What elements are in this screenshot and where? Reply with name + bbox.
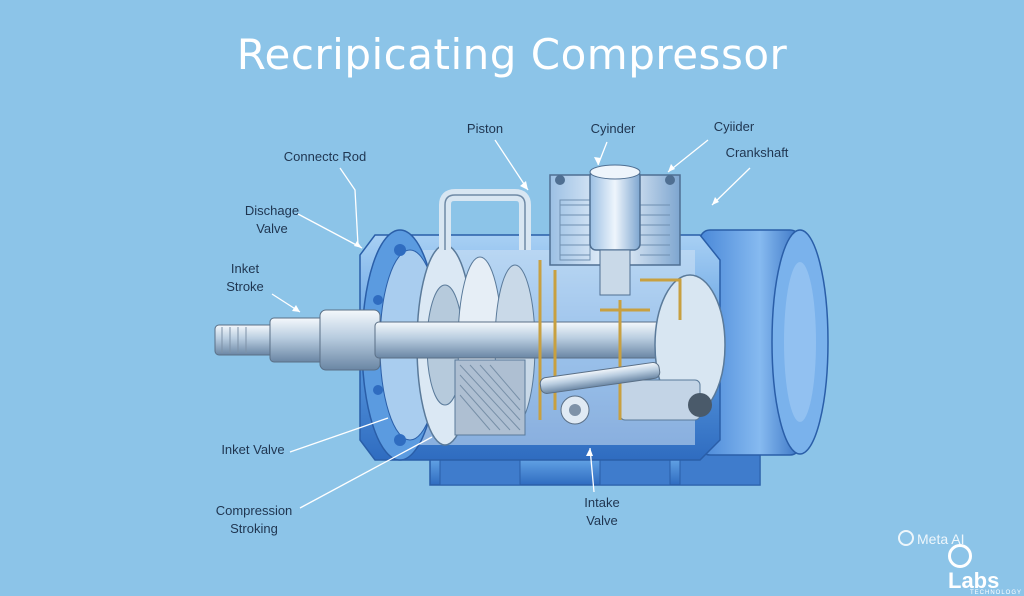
- label-inlet-stroke: Inket Stroke: [212, 260, 278, 296]
- discharge-pipe: [439, 189, 531, 250]
- filter-element: [454, 359, 526, 436]
- meta-ai-text: Meta AI: [917, 531, 965, 547]
- crankcase: [619, 274, 726, 421]
- label-intake-valve: Intake Valve: [570, 494, 634, 530]
- label-intake-valve-line1: Intake: [584, 495, 620, 510]
- labs-logo-icon: [948, 544, 972, 568]
- label-compression-stroking-line2: Stroking: [230, 521, 278, 536]
- label-inlet-stroke-line1: Inket: [230, 261, 260, 276]
- leader-lines: [271, 139, 751, 509]
- label-crankshaft: Crankshaft: [725, 145, 789, 160]
- compressor-illustration: [214, 139, 829, 509]
- label-discharge-valve-line1: Dischage: [244, 203, 300, 218]
- label-inlet-valve: Inket Valve: [221, 442, 285, 457]
- label-discharge-valve-line2: Valve: [256, 221, 288, 236]
- label-compression-stroking-line1: Compression: [215, 503, 293, 518]
- leader-arrowheads: [292, 157, 719, 456]
- label-cylinder-2: Cyiider: [713, 119, 755, 134]
- label-piston: Piston: [466, 121, 504, 136]
- connecting-rod: [539, 362, 661, 425]
- cylinder-block: [549, 164, 681, 296]
- diagram-title: Recripicating Compressor: [236, 30, 788, 79]
- label-cylinder: Cyinder: [590, 121, 636, 136]
- label-discharge-valve: Dischage Valve: [232, 202, 312, 238]
- motor-housing: [699, 229, 829, 456]
- meta-ai-watermark: Meta AI: [898, 530, 964, 547]
- meta-ai-logo-icon: [898, 530, 914, 546]
- label-connecting-rod: Connectc Rod: [283, 149, 367, 164]
- labs-watermark: Labs TECHNOLOGY: [948, 544, 1024, 596]
- label-inlet-stroke-line2: Stroke: [226, 279, 264, 294]
- labs-subtext: TECHNOLOGY: [970, 590, 1023, 596]
- valve-piping: [538, 260, 682, 420]
- label-compression-stroking: Compression Stroking: [204, 502, 304, 538]
- label-intake-valve-line2: Valve: [586, 513, 618, 528]
